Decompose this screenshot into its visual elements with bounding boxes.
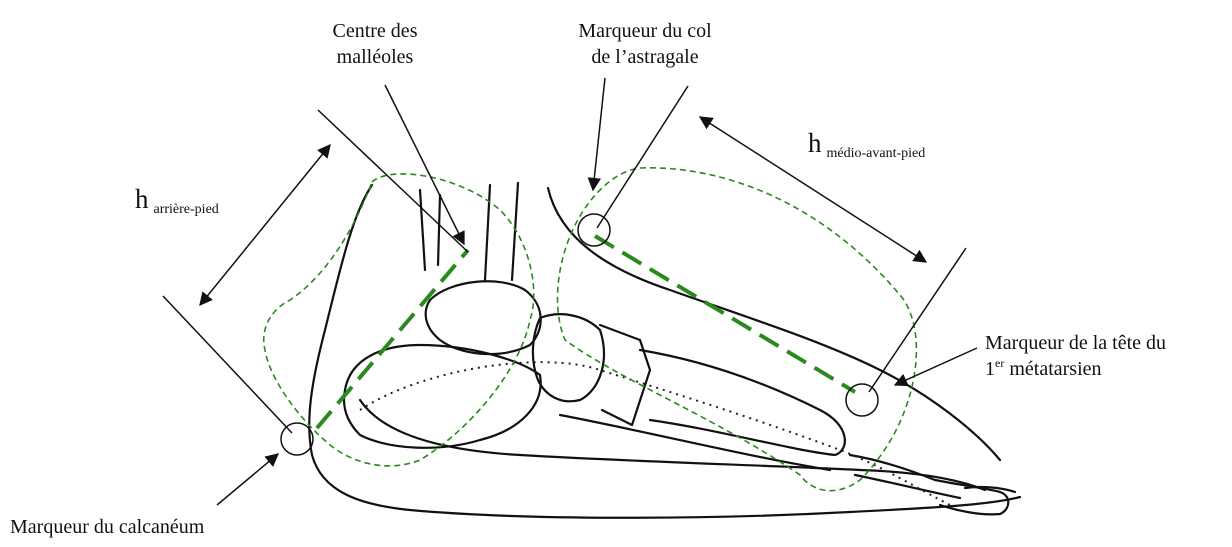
label-h-medio-sub: médio-avant-pied xyxy=(827,146,926,161)
segment-envelopes xyxy=(264,168,917,491)
calcaneum-marker-circle xyxy=(281,423,313,455)
label-col-astragale-line1: Marqueur du col xyxy=(550,18,740,44)
label-calcaneum: Marqueur du calcanéum xyxy=(10,514,204,540)
label-calcaneum-text: Marqueur du calcanéum xyxy=(10,516,204,538)
label-centre-malleoles: Centre des malléoles xyxy=(300,18,450,70)
label-centre-malleoles-line1: Centre des xyxy=(300,18,450,44)
label-tete-metatarsien-line1: Marqueur de la tête du xyxy=(985,330,1166,356)
foot-outline xyxy=(309,183,1020,518)
label-tete-metatarsien: Marqueur de la tête du 1er métatarsien xyxy=(985,330,1166,384)
label-h-medio-main: h xyxy=(808,128,822,158)
label-h-medio-avant-pied: h médio-avant-pied xyxy=(808,130,925,162)
label-h-arriere-sub: arrière-pied xyxy=(154,202,219,217)
label-centre-malleoles-line2: malléoles xyxy=(300,44,450,70)
label-h-arriere-main: h xyxy=(135,184,149,214)
label-col-astragale-line2: de l’astragale xyxy=(550,44,740,70)
label-tete-rest: métatarsien xyxy=(1004,358,1101,380)
metatarsal-marker-circle xyxy=(846,384,878,416)
label-tete-sup: er xyxy=(995,356,1004,370)
label-col-astragale: Marqueur du col de l’astragale xyxy=(550,18,740,70)
label-tete-num: 1 xyxy=(985,358,995,380)
segment-axes xyxy=(317,236,855,428)
label-tete-metatarsien-line2: 1er métatarsien xyxy=(985,356,1166,384)
label-h-arriere-pied: h arrière-pied xyxy=(135,186,219,218)
astragale-marker-circle xyxy=(578,214,610,246)
